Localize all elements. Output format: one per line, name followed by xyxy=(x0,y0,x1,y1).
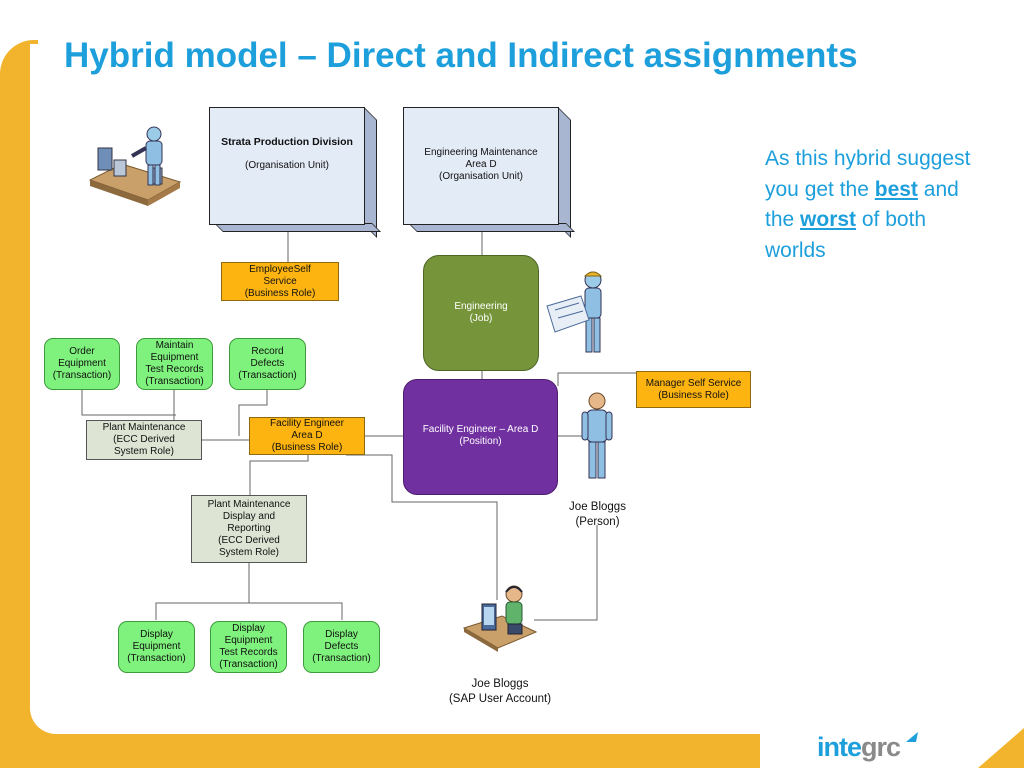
engineer-blueprint-icon xyxy=(546,271,603,353)
org-unit-line: Area D xyxy=(465,159,497,170)
node-line: Display xyxy=(140,629,173,640)
node-line: System Role) xyxy=(113,446,174,457)
node-line: (Position) xyxy=(459,436,502,447)
node-line: Display xyxy=(325,629,358,640)
connector xyxy=(249,455,309,495)
manager-self-service-role[interactable]: Manager Self Service(Business Role) xyxy=(636,371,751,408)
corner-decoration xyxy=(978,728,1024,768)
person-icon xyxy=(581,392,613,479)
user-account-type: (SAP User Account) xyxy=(448,693,552,705)
side-note: As this hybrid suggest you get the best … xyxy=(765,144,975,266)
node-line: Record xyxy=(251,346,284,357)
side-note-text-2: and the xyxy=(765,177,959,232)
node-line: (ECC Derived xyxy=(218,535,280,546)
computer-user-icon xyxy=(462,585,538,652)
user-account-name: Joe Bloggs xyxy=(471,678,529,690)
slide-title: Hybrid model – Direct and Indirect assig… xyxy=(64,36,858,75)
org-unit-face: Engineering Maintenance Area D (Organisa… xyxy=(403,107,559,225)
node-line: Facility Engineer – Area D xyxy=(422,424,539,435)
connector xyxy=(557,372,636,386)
org-unit-face: Strata Production Division (Organisation… xyxy=(209,107,365,225)
node-line: Equipment xyxy=(132,641,181,652)
node-line: (Transaction) xyxy=(238,370,297,381)
logo-part-1: inte xyxy=(817,732,862,762)
node-line: (Transaction) xyxy=(127,653,186,664)
side-note-best: best xyxy=(874,177,918,201)
node-line: (Business Role) xyxy=(658,389,729,401)
node-line: Equipment xyxy=(224,635,273,646)
org-unit-line: Engineering Maintenance xyxy=(424,147,538,158)
node-line: EmployeeSelf xyxy=(249,263,311,275)
node-line: Service xyxy=(263,275,297,287)
side-note-text-1: As this hybrid suggest you get the xyxy=(765,147,971,201)
node-line: (Business Role) xyxy=(244,287,316,299)
node-line: (Job) xyxy=(469,313,493,324)
node-line: Engineering xyxy=(454,301,508,312)
factory-worker-icon xyxy=(88,126,182,206)
connector xyxy=(534,525,598,621)
node-line: (Transaction) xyxy=(145,376,204,387)
connector xyxy=(238,390,268,436)
side-note-worst: worst xyxy=(800,208,857,231)
node-line: Plant Maintenance xyxy=(207,499,291,510)
side-note-text-3: of both worlds xyxy=(765,208,927,262)
node-line: Manager Self Service xyxy=(645,377,742,389)
facility-engineer-position[interactable]: Facility Engineer – Area D(Position) xyxy=(403,379,558,495)
node-line: (ECC Derived xyxy=(113,434,175,445)
user-account-label: Joe Bloggs (SAP User Account) xyxy=(425,677,575,707)
logo-part-2: grc xyxy=(861,732,901,762)
engineering-job[interactable]: Engineering(Job) xyxy=(423,255,539,371)
logo-arrow-icon xyxy=(906,732,918,742)
org-unit-line: (Organisation Unit) xyxy=(439,171,523,182)
box-side xyxy=(364,107,377,238)
node-line: Display xyxy=(232,623,265,634)
connector xyxy=(346,454,498,600)
node-line: Equipment xyxy=(58,358,106,369)
node-line: Facility Engineer xyxy=(270,418,344,429)
node-line: (Business Role) xyxy=(271,442,343,453)
node-line: Reporting xyxy=(227,523,271,534)
node-line: Equipment xyxy=(150,352,199,363)
node-line: (Transaction) xyxy=(52,370,112,381)
person-type: (Person) xyxy=(575,516,620,528)
box-side xyxy=(558,107,571,238)
node-line: Test Records xyxy=(145,364,204,375)
connector xyxy=(81,390,176,416)
node-line: (Transaction) xyxy=(219,659,278,670)
node-line: Plant Maintenance xyxy=(102,422,186,433)
node-line: Defects xyxy=(324,641,359,652)
node-line: Maintain xyxy=(155,340,194,351)
node-line: Order xyxy=(69,346,95,357)
org-unit-type: (Organisation Unit) xyxy=(245,160,329,171)
node-line: Display and xyxy=(222,511,276,522)
node-line: Defects xyxy=(250,358,285,369)
integrc-logo: integrc xyxy=(817,732,901,763)
person-name: Joe Bloggs xyxy=(569,501,626,513)
node-line: Area D xyxy=(291,430,323,441)
org-unit-name: Strata Production Division xyxy=(221,136,353,148)
connector xyxy=(155,602,343,620)
node-line: Test Records xyxy=(219,647,278,658)
person-label: Joe Bloggs (Person) xyxy=(545,500,650,530)
node-line: System Role) xyxy=(218,547,279,558)
node-line: (Transaction) xyxy=(312,653,371,664)
